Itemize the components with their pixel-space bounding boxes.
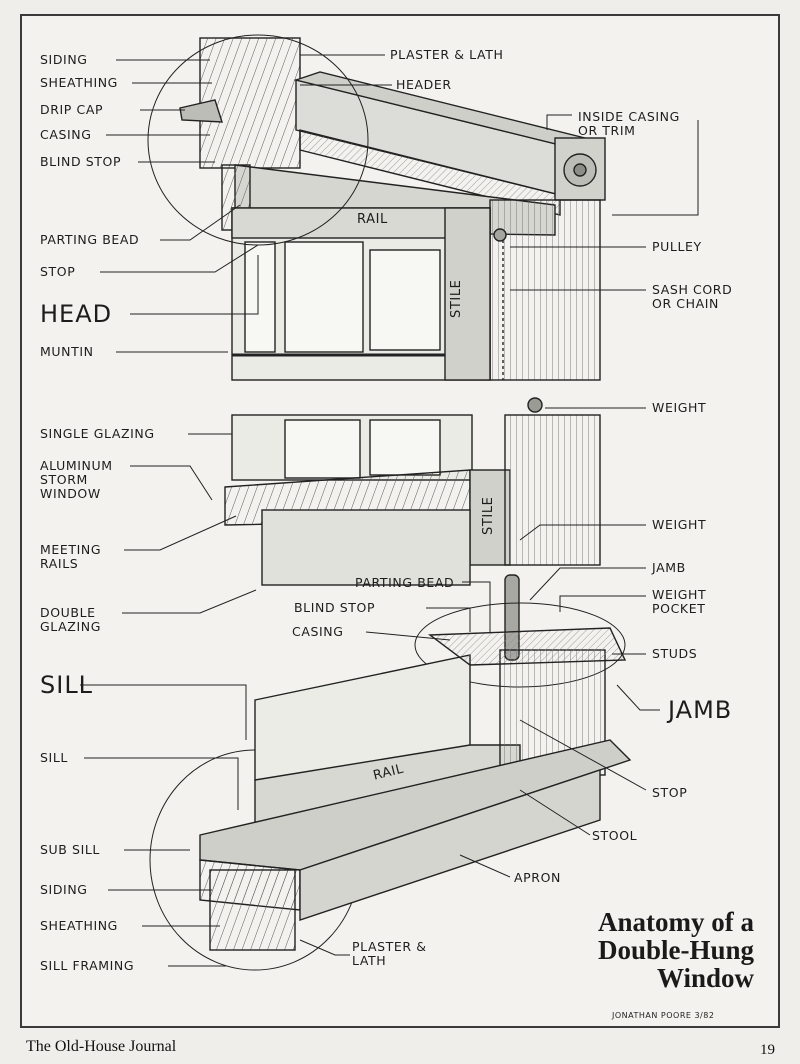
page-number: 19 — [760, 1042, 775, 1058]
label-sheathing-bottom: SHEATHING — [40, 918, 118, 933]
label-sash-cord: SASH CORD OR CHAIN — [652, 282, 733, 311]
label-weight-upper: WEIGHT — [652, 400, 707, 415]
label-casing-top: CASING — [40, 127, 92, 142]
leader-lines — [80, 54, 699, 967]
label-single-glazing: SINGLE GLAZING — [40, 426, 155, 441]
label-meeting-rails: MEETING RAILS — [40, 542, 102, 571]
label-head: HEAD — [40, 300, 113, 328]
artist-signature: JONATHAN POORE 3/82 — [612, 1011, 715, 1020]
pane-4 — [284, 419, 361, 479]
sill-framing — [209, 869, 296, 951]
label-header: HEADER — [396, 77, 452, 92]
label-plaster-lath-top: PLASTER & LATH — [390, 47, 504, 62]
double-glazing — [261, 509, 471, 586]
label-sub-sill: SUB SILL — [40, 842, 100, 857]
pane-2 — [284, 241, 364, 353]
label-muntin: MUNTIN — [40, 344, 94, 359]
lower-sash — [224, 397, 601, 661]
sill-assembly — [147, 34, 632, 971]
label-blind-stop-top: BLIND STOP — [40, 154, 122, 169]
label-jamb-big: JAMB — [668, 696, 733, 724]
label-stop-bottom: STOP — [652, 785, 688, 800]
label-plaster-lath-bottom: PLASTER & LATH — [352, 939, 427, 968]
diagram-title: Anatomy of a Double-Hung Window — [597, 907, 754, 993]
label-jamb-small: JAMB — [652, 560, 686, 575]
side-casing-middle — [504, 414, 601, 566]
label-sill: SILL — [40, 750, 68, 765]
pane-3 — [369, 249, 441, 351]
pane-1 — [244, 241, 276, 353]
weight-top — [527, 397, 543, 413]
label-stool: STOOL — [592, 828, 638, 843]
upper-stile — [444, 207, 491, 381]
label-stop-top: STOP — [40, 264, 76, 279]
label-stile-mid: STILE — [481, 496, 496, 535]
label-sill-framing: SILL FRAMING — [40, 958, 135, 973]
label-aluminum-storm-window: ALUMINUM STORM WINDOW — [40, 458, 113, 501]
label-rail-top: RAIL — [357, 212, 388, 227]
journal-name: The Old-House Journal — [26, 1038, 177, 1055]
label-sheathing-top: SHEATHING — [40, 75, 118, 90]
label-blind-stop-mid: BLIND STOP — [294, 600, 376, 615]
head-assembly — [179, 37, 606, 381]
label-pulley: PULLEY — [652, 239, 702, 254]
pulley-wheel — [493, 228, 507, 242]
label-parting-bead-top: PARTING BEAD — [40, 232, 140, 247]
weight-pocket — [428, 627, 627, 666]
apron — [299, 769, 601, 921]
pane-5 — [369, 419, 441, 476]
label-parting-bead-mid: PARTING BEAD — [355, 575, 455, 590]
upper-sash — [231, 207, 507, 381]
label-weight-pocket: WEIGHT POCKET — [652, 587, 707, 616]
label-stile-top: STILE — [449, 279, 464, 318]
drip-cap — [179, 99, 223, 123]
label-siding-bottom: SIDING — [40, 882, 88, 897]
label-drip-cap: DRIP CAP — [40, 102, 104, 117]
label-apron: APRON — [514, 870, 561, 885]
label-sill-big: SILL — [40, 671, 94, 699]
label-weight-lower: WEIGHT — [652, 517, 707, 532]
label-inside-casing: INSIDE CASING OR TRIM — [578, 109, 680, 138]
label-siding-top: SIDING — [40, 52, 88, 67]
label-casing-mid: CASING — [292, 624, 344, 639]
label-double-glazing: DOUBLE GLAZING — [40, 605, 101, 634]
label-studs: STUDS — [652, 646, 698, 661]
